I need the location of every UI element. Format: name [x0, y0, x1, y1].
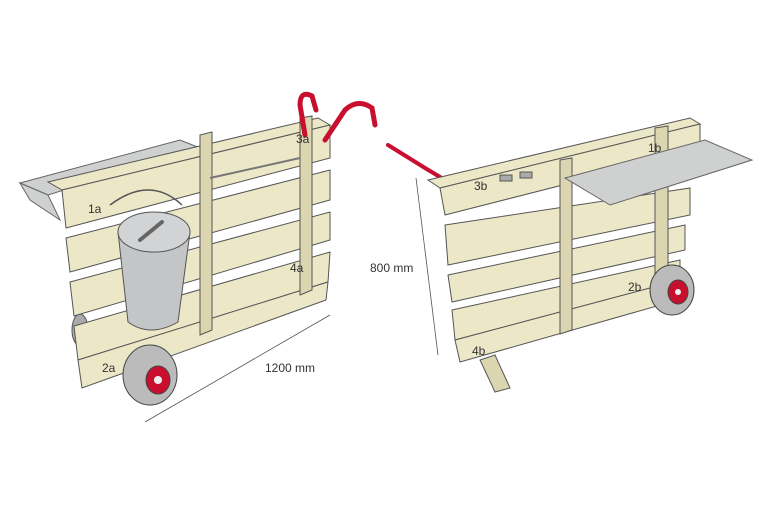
right-foot-4b [479, 354, 511, 393]
label-2a: 2a [102, 361, 116, 375]
right-cart: 800 mm 3b 1b 2b 4b [370, 117, 754, 393]
label-4b: 4b [472, 344, 486, 358]
label-2b: 2b [628, 280, 642, 294]
left-wheel-2a [122, 344, 178, 406]
tool-holder-3b [499, 174, 513, 182]
height-label: 800 mm [370, 261, 413, 275]
right-shelf-1b [563, 139, 754, 206]
label-3b: 3b [474, 179, 488, 193]
label-1a: 1a [88, 202, 102, 216]
label-1b: 1b [648, 141, 662, 155]
width-label: 1200 mm [265, 361, 315, 375]
left-top-slat [61, 124, 331, 229]
tool-rail-3a [209, 157, 301, 179]
height-dimension-line [415, 177, 439, 356]
red-hook-icon [297, 91, 319, 138]
label-3a: 3a [296, 132, 310, 146]
red-hook-icon [322, 101, 378, 143]
right-wheel-2b [649, 264, 695, 316]
width-dimension-line [144, 314, 331, 423]
bucket [109, 189, 191, 331]
left-cart: 1a 3a 4a 2a 1200 mm [18, 91, 378, 423]
label-4a: 4a [290, 261, 304, 275]
